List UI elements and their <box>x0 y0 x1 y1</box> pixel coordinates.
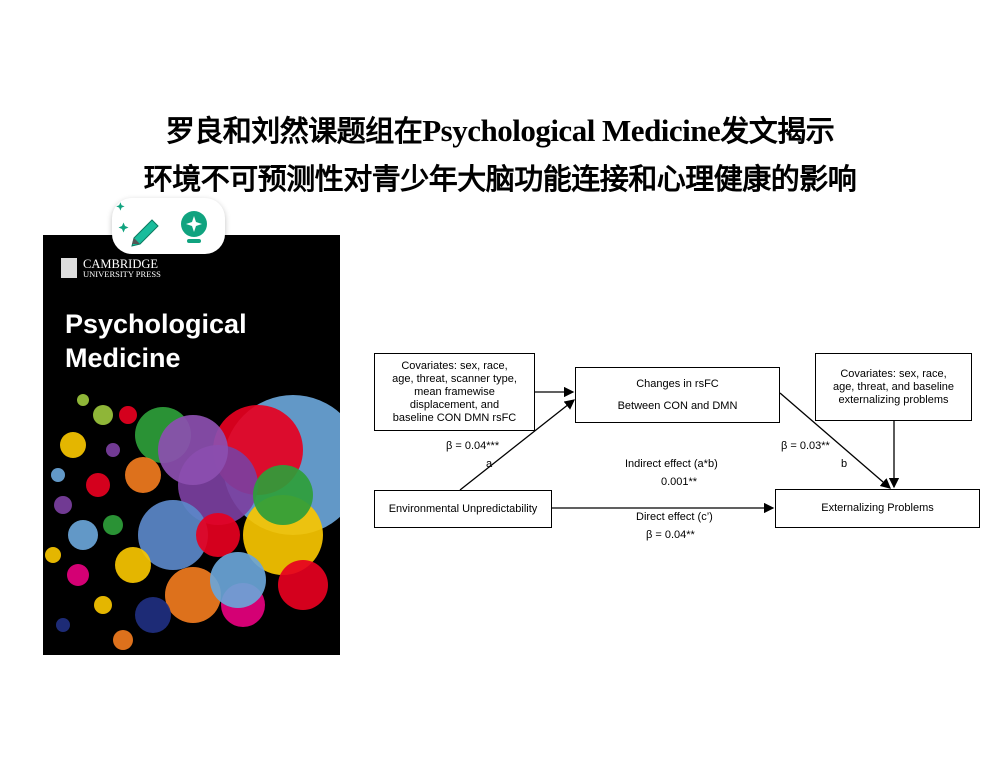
crest-icon <box>61 258 77 278</box>
box-text: Covariates: sex, race, <box>840 367 947 380</box>
covariates-left-box: Covariates: sex, race, age, threat, scan… <box>374 353 535 431</box>
cover-dot <box>158 415 228 485</box>
lightbulb-sparkle-icon[interactable] <box>181 211 207 243</box>
toolbar-icons <box>116 202 207 247</box>
predictor-box: Environmental Unpredictability <box>374 490 552 528</box>
box-text: age, threat, scanner type, <box>392 372 517 385</box>
covariates-right-box: Covariates: sex, race, age, threat, and … <box>815 353 972 421</box>
cover-dot <box>67 564 89 586</box>
cover-dot <box>119 406 137 424</box>
cover-dot <box>51 468 65 482</box>
cover-dot <box>56 618 70 632</box>
path-a-arrow <box>459 399 576 491</box>
cover-dot <box>77 394 89 406</box>
direct-effect-value: β = 0.04** <box>646 529 695 541</box>
cover-title-line: Medicine <box>65 343 181 373</box>
box-text: Between CON and DMN <box>617 399 738 412</box>
box-text: baseline CON DMN rsFC <box>392 411 517 424</box>
indirect-effect-value: 0.001** <box>661 476 698 488</box>
cover-dot <box>113 630 133 650</box>
cover-dot <box>103 515 123 535</box>
path-b-arrow <box>779 392 891 489</box>
journal-name: Psychological Medicine <box>422 113 721 148</box>
box-text: mean framewise <box>414 385 495 398</box>
cover-dot <box>125 457 161 493</box>
box-text: externalizing problems <box>838 393 949 406</box>
path-a-beta: β = 0.04*** <box>446 440 500 452</box>
direct-effect-label: Direct effect (c’) <box>636 511 713 523</box>
cover-dot <box>115 547 151 583</box>
cover-dot <box>94 596 112 614</box>
cover-dot <box>196 513 240 557</box>
cover-artwork <box>45 394 340 650</box>
cover-dot <box>68 520 98 550</box>
floating-toolbar <box>112 198 225 254</box>
indirect-effect-label: Indirect effect (a*b) <box>625 458 718 470</box>
cover-title-line: Psychological <box>65 309 247 339</box>
cover-dot <box>54 496 72 514</box>
cover-dot <box>253 465 313 525</box>
cover-dot <box>93 405 113 425</box>
cover-dot <box>106 443 120 457</box>
publisher-sub: UNIVERSITY PRESS <box>83 269 161 279</box>
publisher-name: CAMBRIDGE <box>83 257 159 271</box>
path-b-label: b <box>841 458 848 470</box>
box-text: Changes in rsFC <box>636 377 719 390</box>
box-text: Covariates: sex, race, <box>401 359 508 372</box>
outcome-box: Externalizing Problems <box>775 489 980 528</box>
cover-title: Psychological Medicine <box>65 307 247 375</box>
cover-dot <box>165 567 221 623</box>
publisher-logo: CAMBRIDGE UNIVERSITY PRESS <box>61 257 161 279</box>
box-text: age, threat, and baseline <box>832 380 955 393</box>
journal-cover: CAMBRIDGE UNIVERSITY PRESS Psychological… <box>43 235 340 655</box>
headline-line-2: 环境不可预测性对青少年大脑功能连接和心理健康的影响 <box>143 162 857 196</box>
mediator-box: Changes in rsFC Between CON and DMN <box>575 367 780 423</box>
cover-dot <box>210 552 266 608</box>
path-b-beta: β = 0.03** <box>781 440 830 452</box>
cover-dot <box>60 432 86 458</box>
box-text: displacement, and <box>409 398 500 411</box>
headline-line-1: 罗良和刘然课题组在Psychological Medicine发文揭示 <box>0 108 990 150</box>
headline-text: 罗良和刘然课题组在 <box>165 114 423 148</box>
cover-dot <box>138 500 208 570</box>
cover-dot <box>86 473 110 497</box>
ai-pencil-icon[interactable] <box>116 202 159 247</box>
headline-text: 发文揭示 <box>720 114 835 148</box>
cover-dot <box>278 560 328 610</box>
cover-dot <box>45 547 61 563</box>
path-a-label: a <box>486 458 493 470</box>
cover-dot <box>135 597 171 633</box>
